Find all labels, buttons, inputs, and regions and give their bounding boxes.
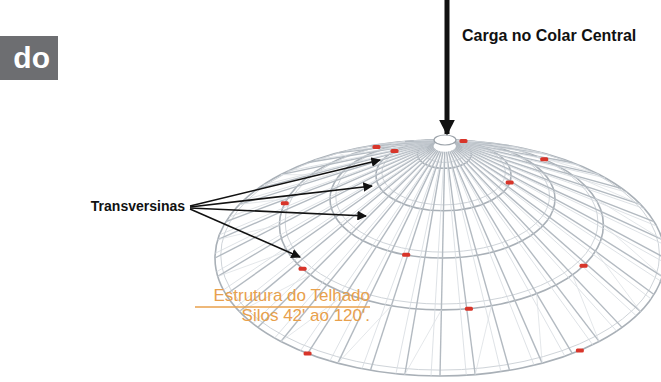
ring-beam [221, 140, 660, 370]
connection-plate [506, 180, 514, 184]
bracing [240, 199, 288, 205]
radial-rafter [338, 141, 440, 153]
connection-plate [580, 264, 588, 268]
radial-rafter [263, 144, 430, 185]
radial-rafter [431, 159, 444, 376]
radial-rafter [452, 158, 534, 365]
radial-rafter [229, 146, 428, 217]
radial-rafter [447, 159, 467, 375]
radial-rafter [308, 141, 438, 162]
radial-rafter [240, 143, 435, 204]
bracing [491, 144, 542, 153]
radial-rafter [226, 144, 434, 221]
radial-rafter [462, 151, 660, 281]
connection-plate [576, 348, 584, 352]
connection-plate [299, 267, 307, 271]
connection-plate [372, 145, 380, 149]
connection-plate [390, 149, 398, 153]
radial-rafter [462, 147, 657, 226]
radial-rafter [244, 145, 429, 200]
bracing [603, 225, 661, 276]
radial-rafter [461, 153, 651, 299]
bracing [281, 174, 310, 175]
bracing [572, 275, 599, 342]
radial-rafter [287, 143, 432, 172]
bracing [405, 310, 442, 375]
radial-rafter [456, 146, 661, 258]
radial-rafter [451, 151, 572, 354]
radial-rafter [447, 152, 476, 375]
bracing [537, 156, 599, 174]
radial-rafter [454, 142, 622, 188]
connection-plate [465, 307, 473, 311]
section-tab: do [0, 36, 58, 80]
load-label: Carga no Colar Central [462, 27, 636, 45]
bracing [595, 199, 661, 240]
radial-rafter [315, 142, 434, 160]
radial-rafter [281, 142, 437, 175]
radial-rafter [218, 147, 434, 277]
bracing [391, 141, 404, 144]
radial-rafter [258, 142, 436, 188]
bracing [537, 294, 543, 363]
radial-rafter [449, 159, 500, 372]
bracing [475, 306, 491, 375]
tab-text: do [13, 43, 50, 73]
radial-rafter [450, 151, 542, 363]
bracing [595, 251, 640, 311]
radial-rafter [330, 158, 436, 361]
caption-text: Estrutura do Telhado Silos 42' ao 120'. [190, 286, 370, 326]
radial-rafter [448, 152, 509, 371]
radial-rafter [462, 148, 661, 244]
connection-plate [540, 157, 548, 161]
ring-beam [215, 140, 661, 376]
leader-lines [190, 160, 380, 257]
dome-mesh [215, 139, 661, 376]
central-collar [434, 135, 456, 145]
part-label: Transversinas [91, 198, 185, 214]
connection-plate [304, 351, 312, 355]
radial-rafter [338, 151, 440, 363]
radial-rafter [457, 156, 593, 344]
load-arrow [445, 0, 450, 134]
radial-rafter [461, 145, 644, 208]
connection-plate [402, 253, 410, 257]
radial-rafter [456, 145, 661, 240]
bracing [572, 175, 640, 204]
bracing [218, 225, 280, 240]
radial-rafter [455, 143, 641, 204]
radial-rafter [236, 153, 429, 307]
bracing [338, 153, 346, 156]
radial-rafter [458, 143, 606, 178]
radial-rafter [455, 149, 641, 312]
radial-rafter [455, 144, 654, 221]
connection-plate [281, 201, 289, 205]
bracing [218, 251, 288, 276]
connection-plate [459, 139, 467, 143]
